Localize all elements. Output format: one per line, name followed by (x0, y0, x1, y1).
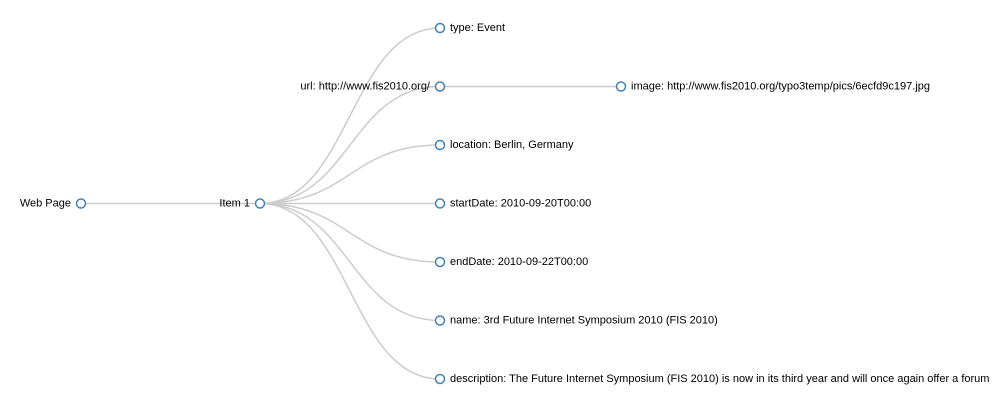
tree-link-location (259, 144, 441, 205)
tree-node-description[interactable]: description: The Future Internet Symposi… (434, 373, 990, 385)
tree-node-type[interactable]: type: Event (434, 22, 506, 34)
tree-node-image[interactable]: image: http://www.fis2010.org/typo3temp/… (615, 81, 931, 93)
tree-node-item-1[interactable]: Item 1 (219, 198, 266, 210)
node-label: Item 1 (219, 198, 250, 210)
tree-node-name[interactable]: name: 3rd Future Internet Symposium 2010… (434, 315, 718, 327)
node-label: url: http://www.fis2010.org/ (300, 81, 431, 93)
links-layer (80, 27, 621, 380)
node-circle-icon[interactable] (75, 198, 87, 209)
tree-link-name (259, 202, 441, 322)
node-circle-icon[interactable] (434, 22, 446, 34)
tree-link-description (259, 202, 441, 380)
node-label: description: The Future Internet Symposi… (450, 373, 989, 385)
node-circle-icon[interactable] (434, 139, 446, 151)
tree-node-location[interactable]: location: Berlin, Germany (434, 139, 574, 151)
node-circle-icon[interactable] (434, 373, 446, 385)
node-label: endDate: 2010-09-22T00:00 (450, 256, 588, 268)
tree-node-enddate[interactable]: endDate: 2010-09-22T00:00 (434, 256, 589, 268)
node-circle-icon[interactable] (434, 315, 446, 326)
node-label: image: http://www.fis2010.org/typo3temp/… (631, 81, 930, 93)
node-label: type: Event (450, 22, 505, 34)
nodes-layer: type: Event image: http://www.fis2010.org… (20, 22, 990, 385)
tree-node-url[interactable]: url: http://www.fis2010.org/ (300, 81, 446, 93)
tree-link-type (259, 27, 441, 205)
node-circle-icon[interactable] (434, 198, 446, 209)
node-circle-icon[interactable] (615, 81, 627, 92)
node-circle-icon[interactable] (434, 256, 446, 268)
node-circle-icon[interactable] (434, 81, 446, 92)
node-label: startDate: 2010-09-20T00:00 (450, 198, 591, 210)
tree-node-startdate[interactable]: startDate: 2010-09-20T00:00 (434, 198, 592, 210)
tree-node-web-page[interactable]: Web Page (20, 198, 87, 210)
node-label: Web Page (20, 198, 71, 210)
tree-link-enddate (259, 202, 441, 263)
node-circle-icon[interactable] (254, 198, 266, 209)
node-label: location: Berlin, Germany (450, 139, 574, 151)
tree-link-url (259, 85, 441, 205)
node-label: name: 3rd Future Internet Symposium 2010… (450, 315, 718, 327)
